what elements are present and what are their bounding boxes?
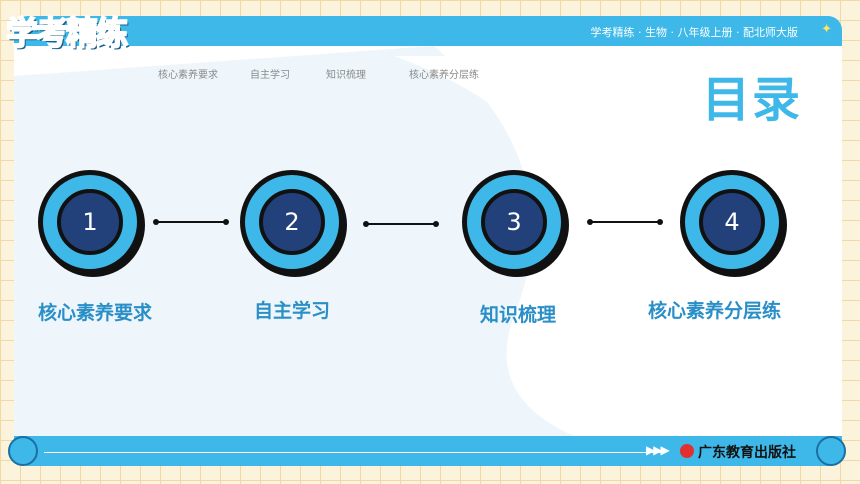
step-1-number: 1 xyxy=(57,189,123,255)
arrows-icon: ▶▶▶ xyxy=(646,443,670,457)
nav-item-self-study[interactable]: 自主学习 xyxy=(250,70,290,81)
step-3-number: 3 xyxy=(481,189,547,255)
connector-2-3 xyxy=(363,221,439,227)
step-3-button[interactable]: 3 xyxy=(462,170,566,274)
step-4-number: 4 xyxy=(699,189,765,255)
nav-item-layered-practice[interactable]: 核心素养分层练 xyxy=(409,70,479,81)
step-2-button[interactable]: 2 xyxy=(240,170,344,274)
step-4-label[interactable]: 核心素养分层练 xyxy=(648,300,782,322)
nav-item-core-requirements[interactable]: 核心素养要求 xyxy=(158,70,218,81)
step-1-label[interactable]: 核心素养要求 xyxy=(38,302,153,324)
nav-item-knowledge-review[interactable]: 知识梳理 xyxy=(326,70,366,81)
step-2-label[interactable]: 自主学习 xyxy=(254,300,331,322)
bottom-right-dot xyxy=(816,436,846,466)
top-bar: 学考精练 · 生物 · 八年级上册 · 配北师大版 ✦ xyxy=(14,16,842,46)
sparkle-icon: ✦ xyxy=(821,22,832,37)
step-2-number: 2 xyxy=(259,189,325,255)
step-3-label[interactable]: 知识梳理 xyxy=(480,304,557,326)
bottom-line xyxy=(44,452,662,453)
bottom-left-dot xyxy=(8,436,38,466)
connector-3-4 xyxy=(587,219,663,225)
step-1-button[interactable]: 1 xyxy=(38,170,142,274)
publisher-logo-icon xyxy=(680,444,694,458)
connector-1-2 xyxy=(153,219,229,225)
page-title: 目录 xyxy=(702,72,803,128)
bottom-bar: ▶▶▶ 广东教育出版社 xyxy=(14,436,842,466)
series-title: 学考精练 · 生物 · 八年级上册 · 配北师大版 xyxy=(590,26,798,39)
step-4-button[interactable]: 4 xyxy=(680,170,784,274)
brand-logo: 学考精练 xyxy=(5,13,129,53)
slide: 学考精练 · 生物 · 八年级上册 · 配北师大版 ✦ 核心素养要求 自主学习 … xyxy=(14,16,842,466)
publisher-name: 广东教育出版社 xyxy=(698,445,796,461)
